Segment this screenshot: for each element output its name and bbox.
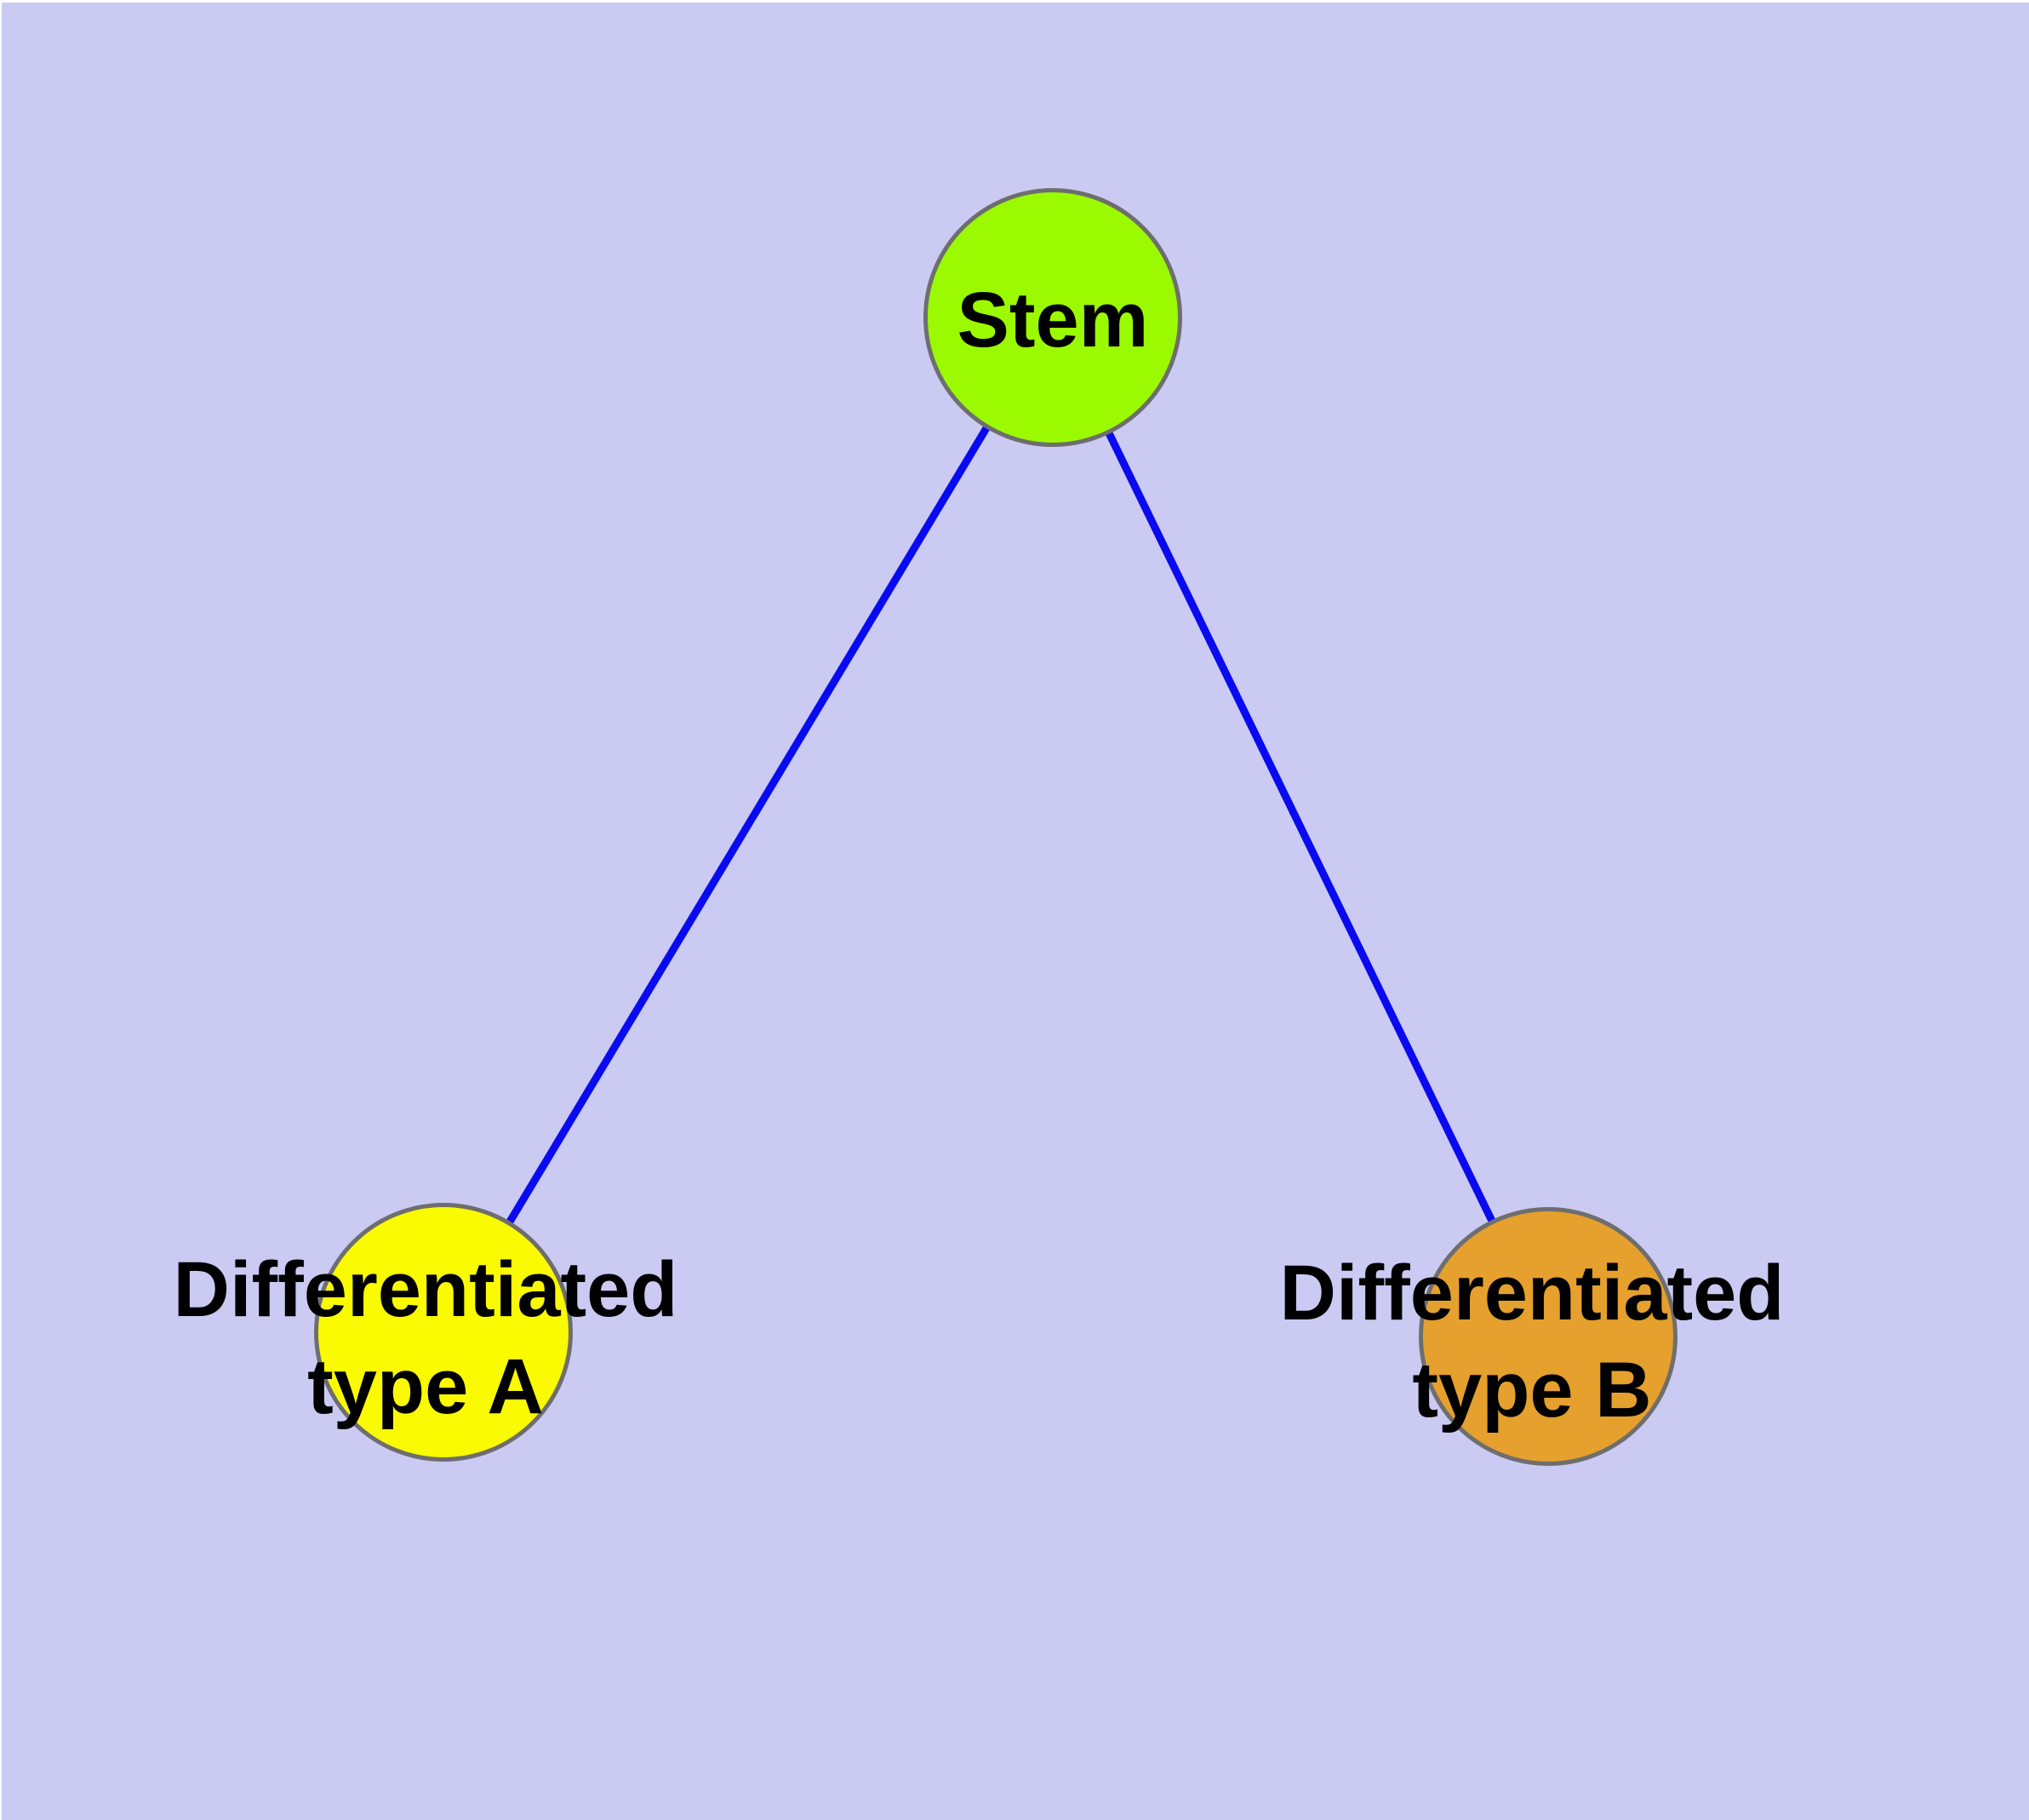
edge-stem-to-type-a [440, 315, 1056, 1335]
node-differentiated-type-b[interactable] [1419, 1207, 1677, 1466]
node-differentiated-type-a[interactable] [314, 1203, 573, 1462]
node-stem[interactable] [923, 188, 1182, 447]
edge-stem-to-type-b [1049, 316, 1552, 1338]
